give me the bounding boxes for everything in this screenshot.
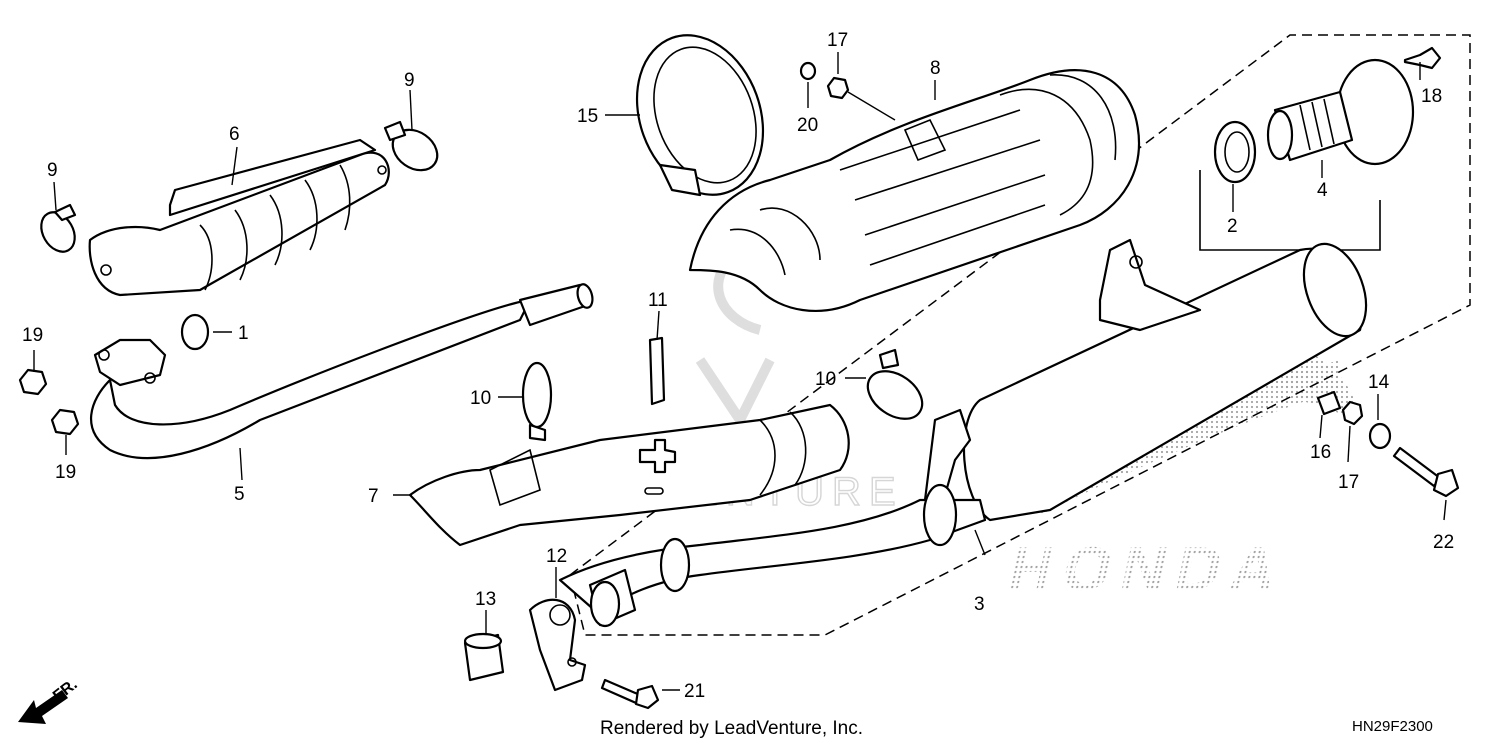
part-13-cushion (463, 632, 505, 682)
part-15-cover-band (635, 34, 765, 197)
part-10-clamp-right (866, 348, 924, 420)
diagram-code: HN29F2300 (1352, 718, 1433, 735)
part-10-clamp-left (521, 361, 553, 442)
part-12-pipe-bracket (528, 598, 587, 692)
part-7-heat-shield (408, 403, 850, 547)
callout-3: 3 (974, 594, 985, 615)
part-19-flange-nut-a (18, 368, 48, 396)
part-2-gasket (1213, 120, 1257, 184)
callout-21: 21 (684, 681, 705, 702)
callout-4: 4 (1317, 180, 1328, 201)
callout-22: 22 (1433, 532, 1454, 553)
tail-pipe-group-bracket (1199, 170, 1381, 251)
part-17-nut-top (826, 76, 850, 100)
callout-1: 1 (238, 323, 249, 344)
part-14-washer (1368, 422, 1392, 450)
part-6-pipe-protector (88, 138, 390, 297)
callout-15: 15 (577, 106, 598, 127)
part-3-muffler (558, 238, 1368, 628)
callout-6: 6 (229, 124, 240, 145)
front-direction-arrow: FR. (18, 676, 81, 724)
part-19-flange-nut-b (50, 408, 80, 436)
callout-20: 20 (797, 115, 818, 136)
callout-17-bottom: 17 (1338, 472, 1359, 493)
part-9-clamp-left (40, 203, 77, 253)
cross-mark (638, 438, 677, 474)
callout-11: 11 (648, 290, 668, 311)
callout-10-left: 10 (470, 388, 491, 409)
callout-8: 8 (930, 58, 941, 79)
part-8-muffler-protector (688, 69, 1140, 312)
part-20-washer (799, 61, 817, 81)
callout-17-top: 17 (827, 30, 848, 51)
render-credit: Rendered by LeadVenture, Inc. (600, 718, 864, 739)
part-4-spark-arrester (1266, 58, 1415, 166)
callout-18: 18 (1421, 86, 1442, 107)
leader-lines (33, 52, 1447, 691)
part-17-nut-bottom (1341, 400, 1364, 426)
part-21-bolt (600, 678, 660, 710)
callout-5: 5 (234, 484, 245, 505)
part-1-gasket (180, 313, 210, 351)
callout-19-lower: 19 (55, 462, 76, 483)
callout-16: 16 (1310, 442, 1331, 463)
part-5-exhaust-pipe (90, 283, 594, 460)
part-16-collar (1316, 390, 1342, 416)
callout-9-right: 9 (404, 70, 415, 91)
callout-10-right: 10 (815, 369, 836, 390)
callout-19-upper: 19 (22, 325, 43, 346)
callout-13: 13 (475, 589, 496, 610)
part-18-bolt (1403, 46, 1442, 70)
callout-14: 14 (1368, 372, 1390, 393)
callout-12: 12 (546, 546, 567, 567)
part-9-clamp-right (383, 120, 439, 172)
callout-9-left: 9 (47, 160, 58, 181)
callout-2: 2 (1227, 216, 1238, 237)
honda-brand-mark: HONDA (1002, 535, 1294, 604)
part-22-bolt (1392, 446, 1460, 498)
muffler-assembly-outline (569, 34, 1471, 636)
callout-7: 7 (368, 486, 379, 507)
part-11-stay (648, 336, 666, 406)
